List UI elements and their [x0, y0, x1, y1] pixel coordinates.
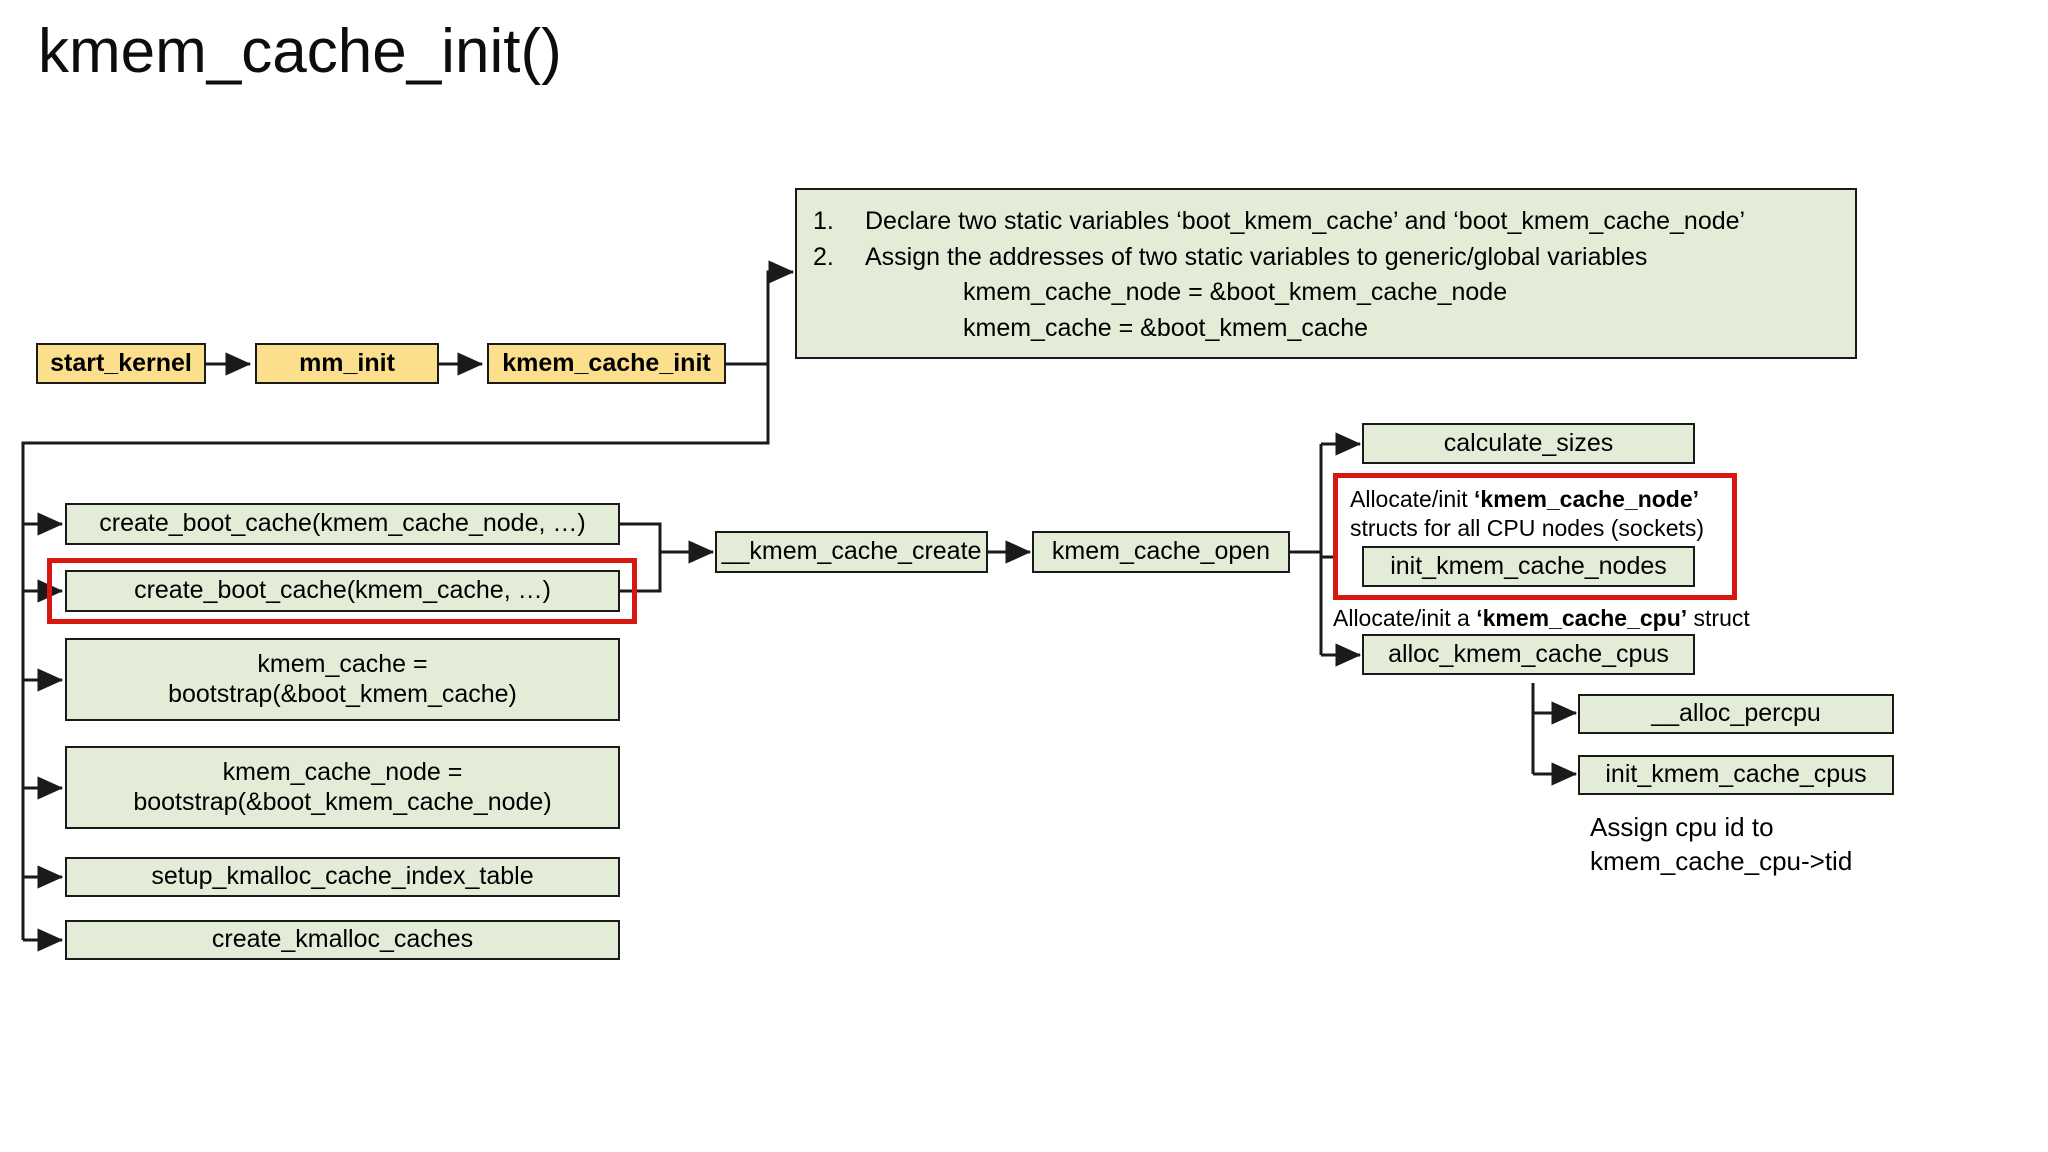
node-create-boot-cache[interactable]: create_boot_cache(kmem_cache, …) [65, 570, 620, 612]
node-setup-kmalloc-cache-index-table[interactable]: setup_kmalloc_cache_index_table [65, 857, 620, 897]
node-label: create_kmalloc_caches [211, 925, 474, 954]
note-item-2: 2. Assign the addresses of two static va… [813, 240, 1839, 276]
annotation-node-alloc-pre: Allocate/init [1350, 486, 1475, 512]
annotation-node-alloc-bold: ‘kmem_cache_node’ [1474, 486, 1700, 512]
node-label-line1: kmem_cache = [257, 650, 428, 678]
annotation-cpu-alloc: Allocate/init a ‘kmem_cache_cpu’ struct [1333, 604, 1750, 633]
wire-kmemcacheinit-note [724, 260, 795, 366]
annotation-cpu-alloc-pre: Allocate/init a [1333, 605, 1477, 631]
wire-createbootcache-merge [620, 552, 662, 593]
node-label-line2: bootstrap(&boot_kmem_cache) [168, 679, 517, 708]
node-label-line2: bootstrap(&boot_kmem_cache_node) [133, 787, 552, 816]
node-label: kmem_cache_init [502, 348, 711, 377]
node-label: __alloc_percpu [1651, 699, 1821, 728]
node-label: create_boot_cache(kmem_cache, …) [134, 576, 551, 605]
node-bootstrap-kmem-cache[interactable]: kmem_cache = bootstrap(&boot_kmem_cache) [65, 638, 620, 721]
node-label: mm_init [299, 348, 395, 377]
note-item-1-number: 1. [813, 207, 834, 235]
annotation-assign-tid-line2: kmem_cache_cpu->tid [1590, 846, 1853, 877]
node-init-kmem-cache-nodes[interactable]: init_kmem_cache_nodes [1362, 546, 1695, 587]
node-create-boot-cache-node[interactable]: create_boot_cache(kmem_cache_node, …) [65, 503, 620, 545]
note-assign-1: kmem_cache_node = &boot_kmem_cache_node [963, 278, 1508, 306]
node-label: __kmem_cache_create [721, 537, 982, 566]
note-item-1: 1. Declare two static variables ‘boot_km… [813, 204, 1839, 240]
annotation-assign-tid-line1: Assign cpu id to [1590, 812, 1774, 842]
node-label: kmem_cache_open [1051, 537, 1271, 566]
node-start-kernel[interactable]: start_kernel [36, 343, 206, 384]
note-item-2-number: 2. [813, 242, 834, 271]
node-init-kmem-cache-cpus[interactable]: init_kmem_cache_cpus [1578, 755, 1894, 795]
note-item-1-text: Declare two static variables ‘boot_kmem_… [865, 207, 1746, 235]
node-label: init_kmem_cache_cpus [1605, 760, 1867, 789]
node-label-line1: kmem_cache_node = [222, 758, 463, 786]
node-label: setup_kmalloc_cache_index_table [151, 862, 534, 891]
wire-createbootcachenode-merge [620, 522, 662, 552]
node-kmem-cache-init[interactable]: kmem_cache_init [487, 343, 726, 384]
note-item-2-text: Assign the addresses of two static varia… [865, 242, 1648, 271]
node-bootstrap-kmem-cache-node[interactable]: kmem_cache_node = bootstrap(&boot_kmem_c… [65, 746, 620, 829]
node-kmem-cache-create[interactable]: __kmem_cache_create [715, 531, 988, 573]
node-label: create_boot_cache(kmem_cache_node, …) [99, 509, 586, 538]
note-assign-2: kmem_cache = &boot_kmem_cache [963, 313, 1369, 342]
node-create-kmalloc-caches[interactable]: create_kmalloc_caches [65, 920, 620, 960]
node-alloc-percpu[interactable]: __alloc_percpu [1578, 694, 1894, 734]
node-label: calculate_sizes [1443, 428, 1614, 457]
node-label: alloc_kmem_cache_cpus [1388, 639, 1669, 668]
annotation-cpu-alloc-post: struct [1687, 605, 1750, 631]
node-kmem-cache-open[interactable]: kmem_cache_open [1032, 531, 1290, 573]
node-mm-init[interactable]: mm_init [255, 343, 439, 384]
node-label: start_kernel [50, 348, 192, 377]
page-title: kmem_cache_init() [38, 17, 562, 86]
annotation-node-alloc-line2: structs for all CPU nodes (sockets) [1350, 515, 1705, 542]
init-note-box: 1. Declare two static variables ‘boot_km… [795, 188, 1857, 359]
node-label: init_kmem_cache_nodes [1390, 551, 1667, 580]
annotation-node-alloc: Allocate/init ‘kmem_cache_node’ structs … [1350, 485, 1704, 544]
node-calculate-sizes[interactable]: calculate_sizes [1362, 423, 1695, 464]
annotation-cpu-alloc-bold: ‘kmem_cache_cpu’ [1476, 605, 1688, 631]
node-alloc-kmem-cache-cpus[interactable]: alloc_kmem_cache_cpus [1362, 634, 1695, 675]
annotation-assign-tid: Assign cpu id to kmem_cache_cpu->tid [1590, 810, 1852, 879]
